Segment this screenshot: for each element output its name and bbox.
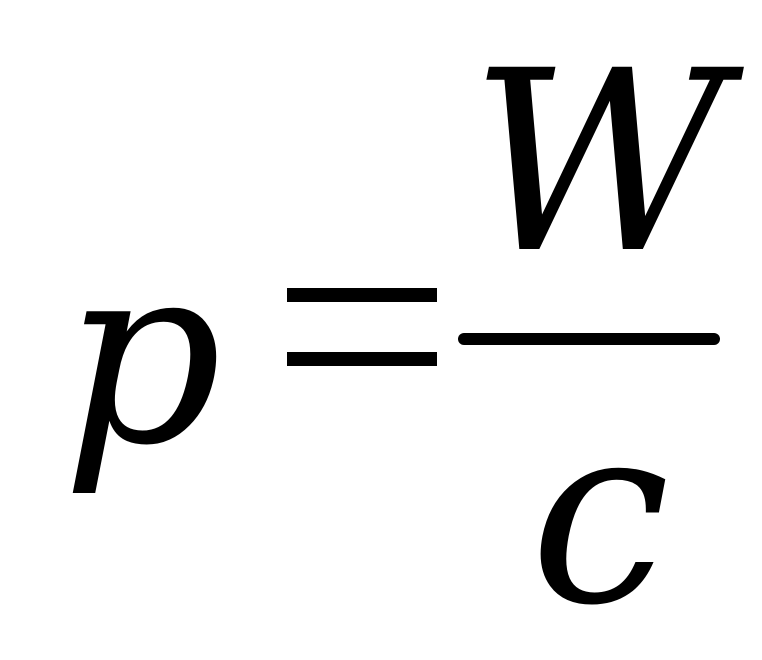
fraction-bar xyxy=(458,333,720,345)
equals-bar-bottom xyxy=(287,352,437,366)
denominator: c xyxy=(530,369,671,660)
equals-bar-top xyxy=(287,288,437,302)
lhs-variable: p xyxy=(62,209,223,500)
numerator: W xyxy=(470,17,727,308)
